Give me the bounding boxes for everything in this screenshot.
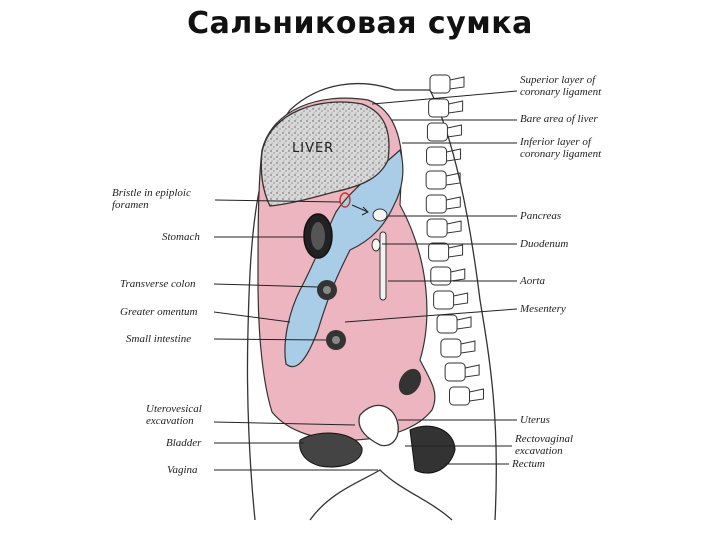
aorta-organ — [379, 231, 387, 301]
pancreas-organ — [372, 208, 388, 222]
leader-bristle — [214, 199, 341, 203]
vertebra — [426, 122, 448, 142]
pelvic-floor — [309, 469, 453, 521]
vertebra — [426, 146, 448, 166]
vertebra — [426, 218, 448, 238]
label-pancreas: Pancreas — [519, 210, 561, 222]
liver — [260, 101, 390, 207]
vertebra — [425, 170, 447, 190]
spine — [425, 74, 484, 406]
duodenum-organ — [371, 238, 381, 252]
label-duodenum: Duodenum — [519, 238, 568, 250]
vertebra — [436, 314, 458, 334]
leader-greater-omentum — [213, 311, 291, 323]
arrow-icon — [351, 204, 369, 216]
vertebra — [430, 266, 452, 286]
vertebra — [428, 98, 450, 118]
bladder-organ — [299, 432, 363, 468]
label-transverse-colon: Transverse colon — [120, 278, 196, 290]
rectum-organ — [409, 425, 456, 474]
vertebra — [428, 242, 450, 262]
leader-mesentery — [344, 308, 518, 323]
vertebra — [449, 386, 470, 406]
leader-transverse-colon — [213, 283, 319, 288]
label-uterus: Uterus — [520, 414, 550, 426]
liver-label: LIVER — [292, 141, 334, 156]
label-bare-area: Bare area of liver — [520, 113, 598, 125]
vertebra — [429, 74, 451, 94]
label-rectum: Rectum — [511, 458, 545, 470]
body-outline — [246, 82, 497, 521]
label-mesentery: Mesentery — [519, 303, 566, 315]
vertebra — [440, 338, 462, 358]
leader-lines — [213, 90, 518, 471]
label-greater-omentum: Greater omentum — [120, 306, 198, 318]
label-bladder: Bladder — [166, 437, 202, 449]
bristle-marker — [339, 192, 351, 208]
vertebra — [433, 290, 455, 310]
page-title: Сальниковая сумка — [187, 6, 533, 41]
leader-superior-layer — [371, 90, 518, 105]
leader-small-intestine — [213, 338, 327, 341]
vertebra — [444, 362, 466, 382]
leader-uterovesical — [213, 421, 356, 426]
label-small-intestine: Small intestine — [126, 333, 191, 345]
label-stomach: Stomach — [162, 231, 200, 243]
label-vagina: Vagina — [167, 464, 198, 476]
vertebra — [425, 194, 447, 214]
lesser-sac — [284, 148, 404, 368]
pelvic-loop — [398, 368, 422, 396]
uterus-organ — [358, 404, 399, 447]
label-aorta: Aorta — [519, 275, 546, 287]
